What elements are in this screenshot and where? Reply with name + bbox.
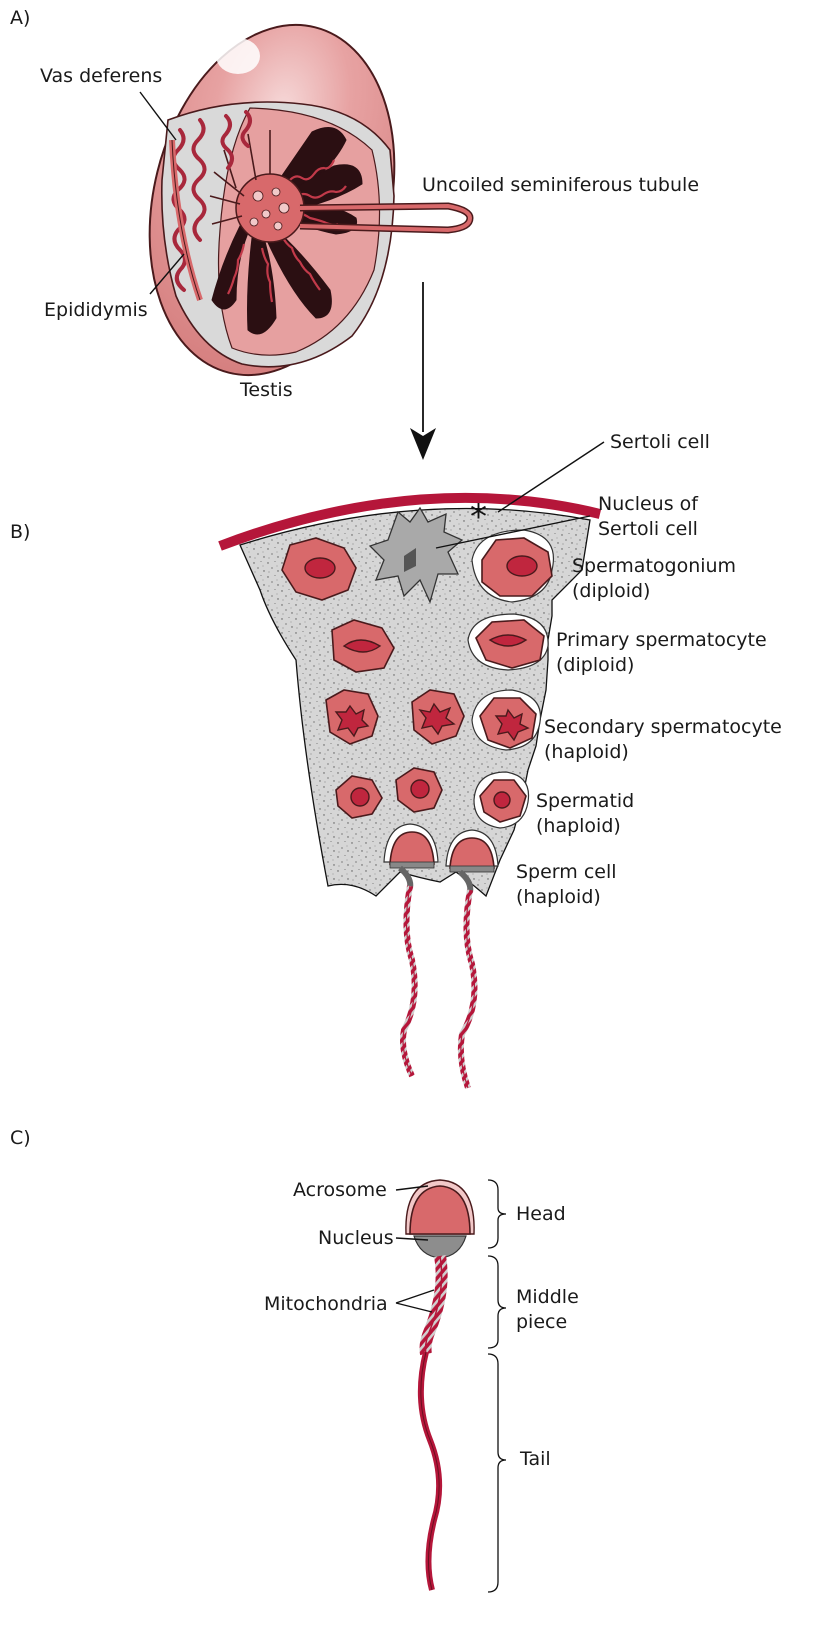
panel-b-label: B) bbox=[10, 521, 30, 543]
nucleus-label: Nucleus bbox=[318, 1227, 394, 1249]
mitochondria-leader-2 bbox=[396, 1303, 432, 1312]
spermatogonium-label-2: (diploid) bbox=[572, 580, 650, 602]
spermatogonium-label-1: Spermatogonium bbox=[572, 555, 736, 577]
panel-a-label: A) bbox=[10, 7, 30, 29]
middle-piece-label-1: Middle bbox=[516, 1286, 579, 1308]
secondary-spermatocyte-label-2: (haploid) bbox=[544, 741, 629, 763]
sertoli-asterisk-icon: * bbox=[470, 497, 487, 537]
anatomy-braces bbox=[488, 1180, 506, 1592]
head-label: Head bbox=[516, 1203, 566, 1225]
sertoli-cell-label: Sertoli cell bbox=[610, 431, 710, 453]
testis-label: Testis bbox=[239, 379, 293, 401]
spermatid-label-1: Spermatid bbox=[536, 790, 634, 812]
mitochondria-label: Mitochondria bbox=[264, 1293, 388, 1315]
secondary-spermatocyte-label-1: Secondary spermatocyte bbox=[544, 716, 782, 738]
epididymis-label: Epididymis bbox=[44, 299, 148, 321]
sperm-anatomy bbox=[406, 1180, 474, 1590]
sertoli-nucleus-label-2: Sertoli cell bbox=[598, 518, 698, 540]
vas-deferens-leader bbox=[140, 92, 176, 140]
vas-deferens-label: Vas deferens bbox=[40, 65, 162, 87]
primary-spermatocyte-label-2: (diploid) bbox=[556, 654, 634, 676]
spermatid-label-2: (haploid) bbox=[536, 815, 621, 837]
mitochondria-leader-1 bbox=[396, 1290, 434, 1303]
tail-label: Tail bbox=[519, 1448, 551, 1470]
testis-illustration bbox=[114, 0, 470, 401]
panel-c-label: C) bbox=[10, 1127, 31, 1149]
zoom-arrow bbox=[410, 282, 436, 460]
sperm-cell-label-1: Sperm cell bbox=[516, 861, 617, 883]
sperm-cell-label-2: (haploid) bbox=[516, 886, 601, 908]
sertoli-nucleus-label-1: Nucleus of bbox=[598, 493, 699, 515]
middle-piece-label-2: piece bbox=[516, 1311, 567, 1333]
uncoiled-tubule-label: Uncoiled seminiferous tubule bbox=[422, 174, 699, 196]
primary-spermatocyte-label-1: Primary spermatocyte bbox=[556, 629, 767, 651]
acrosome-label: Acrosome bbox=[293, 1179, 387, 1201]
